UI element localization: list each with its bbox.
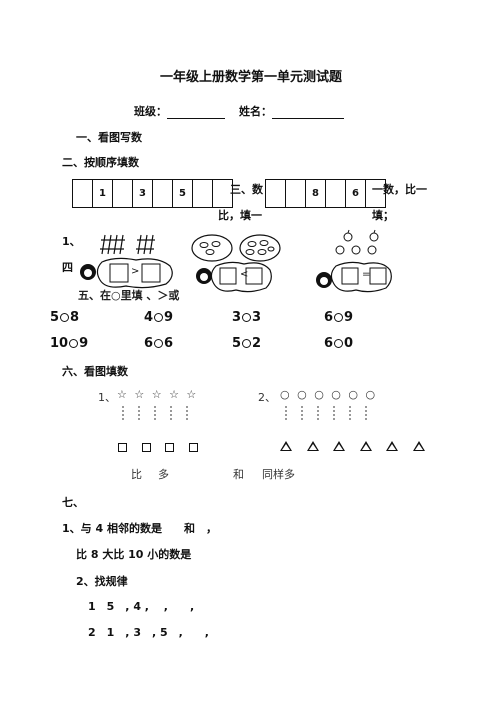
name-blank[interactable] bbox=[272, 108, 344, 119]
class-field: 班级： bbox=[134, 103, 225, 119]
square-icon bbox=[165, 443, 175, 452]
pencils-icon bbox=[100, 234, 125, 255]
pattern-row-1: 1 5 , 4 , , , bbox=[88, 600, 195, 613]
class-label: 班级： bbox=[134, 105, 167, 118]
squares-row bbox=[118, 437, 207, 456]
s7-question-1: 1、与 4 相邻的数是 和 ， bbox=[62, 522, 217, 535]
triangle-icon bbox=[333, 441, 346, 451]
seq1-cell: 1 bbox=[92, 179, 113, 208]
bubble-symbol-1: > bbox=[131, 266, 140, 277]
seq2-cell: 8 bbox=[305, 179, 326, 208]
section-3-text-d: 填； bbox=[372, 209, 394, 222]
seq1-cell: 5 bbox=[172, 179, 193, 208]
compare-circle[interactable] bbox=[69, 339, 79, 348]
triangles-row bbox=[280, 436, 434, 455]
section-3-text-b: 一数，比一 bbox=[372, 183, 427, 196]
fishbowl-icon bbox=[239, 234, 281, 262]
panda-bubble-1 bbox=[80, 257, 173, 289]
bubble-symbol-3: = bbox=[362, 269, 371, 280]
item-1-label: 1、 bbox=[62, 235, 81, 248]
compare-circle[interactable] bbox=[154, 339, 164, 348]
caption-he: 和 bbox=[233, 468, 244, 481]
stars-row: ☆ ☆ ☆ ☆ ☆ bbox=[117, 388, 199, 401]
square-icon bbox=[188, 443, 198, 452]
seq1-cell[interactable] bbox=[152, 179, 173, 208]
triangle-icon bbox=[412, 441, 425, 451]
s6-item-1-label: 1、 bbox=[98, 391, 116, 404]
pencils-icon bbox=[136, 234, 155, 255]
square-icon bbox=[141, 443, 151, 452]
name-label: 姓名： bbox=[239, 105, 272, 118]
sequence-table-1: 1 3 5 bbox=[72, 179, 233, 208]
triangle-icon bbox=[359, 441, 372, 451]
bubble-symbol-2: < bbox=[240, 269, 249, 280]
page-title: 一年级上册数学第一单元测试题 bbox=[160, 70, 343, 85]
seq2-cell: 6 bbox=[345, 179, 366, 208]
section-2-heading: 二、按顺序填数 bbox=[62, 156, 139, 169]
dotted-lines-1 bbox=[122, 406, 188, 422]
sequence-table-2: 8 6 bbox=[265, 179, 386, 208]
panda-bubble-2 bbox=[196, 261, 272, 293]
triangle-icon bbox=[306, 441, 319, 451]
section-3-text-c: 比，填一 bbox=[218, 209, 262, 222]
section-1-heading: 一、看图写数 bbox=[76, 131, 142, 144]
seq1-cell[interactable] bbox=[212, 179, 233, 208]
seq1-cell[interactable] bbox=[192, 179, 213, 208]
compare-circle[interactable] bbox=[60, 313, 70, 322]
seq1-cell[interactable] bbox=[72, 179, 93, 208]
triangle-icon bbox=[386, 441, 399, 451]
section-3-heading: 三、数 bbox=[230, 183, 263, 196]
caption-duo: 多 bbox=[158, 468, 169, 481]
s7-question-1b: 比 8 大比 10 小的数是 bbox=[76, 548, 192, 561]
compare-circle[interactable] bbox=[334, 313, 344, 322]
square-icon bbox=[118, 443, 127, 452]
section-5-heading: 五、在○里填 、＞或 bbox=[78, 289, 180, 302]
dotted-lines-2 bbox=[285, 406, 367, 422]
circles-row: ○ ○ ○ ○ ○ ○ bbox=[280, 388, 378, 401]
panda-bubble-3 bbox=[316, 261, 392, 293]
section-7-heading: 七、 bbox=[62, 496, 84, 509]
class-blank[interactable] bbox=[167, 108, 225, 119]
compare-circle[interactable] bbox=[154, 313, 164, 322]
caption-bi: 比 bbox=[131, 468, 142, 481]
pattern-row-2: 2 1 , 3 , 5 , , bbox=[88, 626, 209, 639]
seq2-cell[interactable] bbox=[265, 179, 286, 208]
s7-question-2: 2、找规律 bbox=[76, 575, 128, 588]
seq2-cell[interactable] bbox=[285, 179, 306, 208]
caption-same: 同样多 bbox=[262, 468, 295, 481]
section-6-heading: 六、看图填数 bbox=[62, 365, 128, 378]
fishbowl-icon bbox=[191, 234, 233, 262]
apples-icon bbox=[335, 229, 379, 255]
seq2-cell[interactable] bbox=[365, 179, 386, 208]
compare-circle[interactable] bbox=[242, 339, 252, 348]
compare-circle[interactable] bbox=[334, 339, 344, 348]
seq1-cell: 3 bbox=[132, 179, 153, 208]
triangle-icon bbox=[280, 441, 292, 451]
section-4-heading: 四 bbox=[62, 261, 73, 274]
s6-item-2-label: 2、 bbox=[258, 391, 276, 404]
seq1-cell[interactable] bbox=[112, 179, 133, 208]
seq2-cell[interactable] bbox=[325, 179, 346, 208]
compare-circle[interactable] bbox=[242, 313, 252, 322]
name-field: 姓名： bbox=[239, 103, 344, 119]
